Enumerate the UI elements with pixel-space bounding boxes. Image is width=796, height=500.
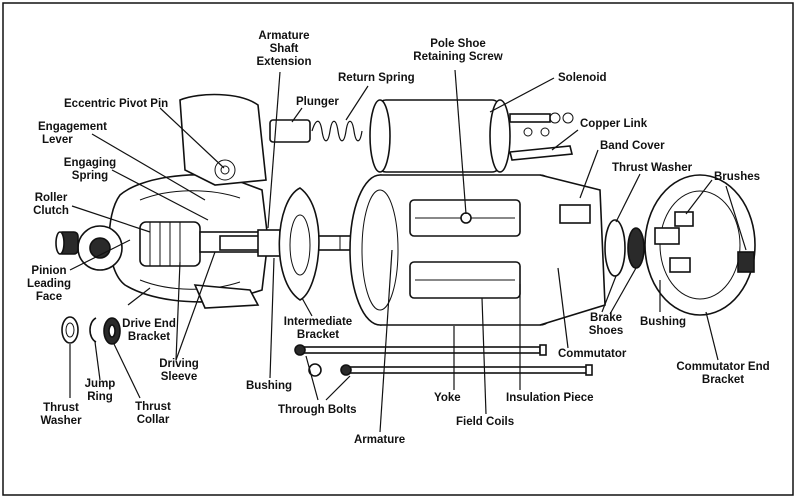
label-copper-link: Copper Link [580, 118, 648, 130]
thrust-roller [55, 231, 79, 255]
drive-end-housing [108, 93, 269, 309]
label-bushing-left: Bushing [246, 380, 292, 392]
label-pole-shoe-retaining-screw: Pole Shoe Retaining Screw [413, 38, 503, 63]
label-engagement-lever: Engagement Lever [38, 121, 108, 146]
label-thrust-washer-right: Thrust Washer [612, 162, 693, 174]
label-insulation-piece: Insulation Piece [506, 392, 594, 404]
band-cover-part [539, 174, 606, 326]
label-thrust-washer-left: Thrust Washer [40, 402, 82, 427]
label-armature-shaft-extension: Armature Shaft Extension [256, 30, 312, 68]
small-rings-group [61, 316, 121, 345]
label-intermediate-bracket: Intermediate Bracket [283, 316, 353, 341]
copper-link-part [508, 145, 574, 161]
commutator-end-bracket-part [644, 174, 756, 316]
label-brushes: Brushes [714, 171, 761, 183]
label-jump-ring: Jump Ring [84, 378, 116, 403]
label-field-coils: Field Coils [456, 416, 515, 428]
through-bolts-part [294, 344, 593, 377]
label-return-spring: Return Spring [338, 72, 415, 84]
label-commutator-end-bracket: Commutator End Bracket [676, 361, 770, 386]
label-driving-sleeve: Driving Sleeve [159, 358, 199, 383]
intermediate-bracket [278, 187, 320, 301]
label-eccentric-pivot-pin: Eccentric Pivot Pin [64, 98, 169, 110]
label-engaging-spring: Engaging Spring [63, 157, 117, 182]
plunger-return-spring [269, 119, 363, 143]
label-yoke: Yoke [434, 392, 461, 404]
label-band-cover: Band Cover [600, 140, 665, 152]
label-bushing-right: Bushing [640, 316, 686, 328]
leader-lines [69, 69, 747, 433]
label-thrust-collar: Thrust Collar [135, 401, 171, 426]
solenoid-body [369, 99, 574, 173]
label-roller-clutch: Roller Clutch [33, 192, 69, 217]
label-through-bolts: Through Bolts [278, 404, 357, 416]
brake-shoes-part [604, 219, 645, 277]
label-armature: Armature [354, 434, 406, 446]
label-drive-end-bracket: Drive End Bracket [122, 318, 176, 343]
label-commutator: Commutator [558, 348, 627, 360]
label-solenoid: Solenoid [558, 72, 607, 84]
label-plunger: Plunger [296, 96, 339, 108]
label-brake-shoes: Brake Shoes [588, 312, 624, 337]
yoke-housing [349, 174, 567, 326]
label-pinion-leading-face: Pinion Leading Face [26, 265, 72, 303]
